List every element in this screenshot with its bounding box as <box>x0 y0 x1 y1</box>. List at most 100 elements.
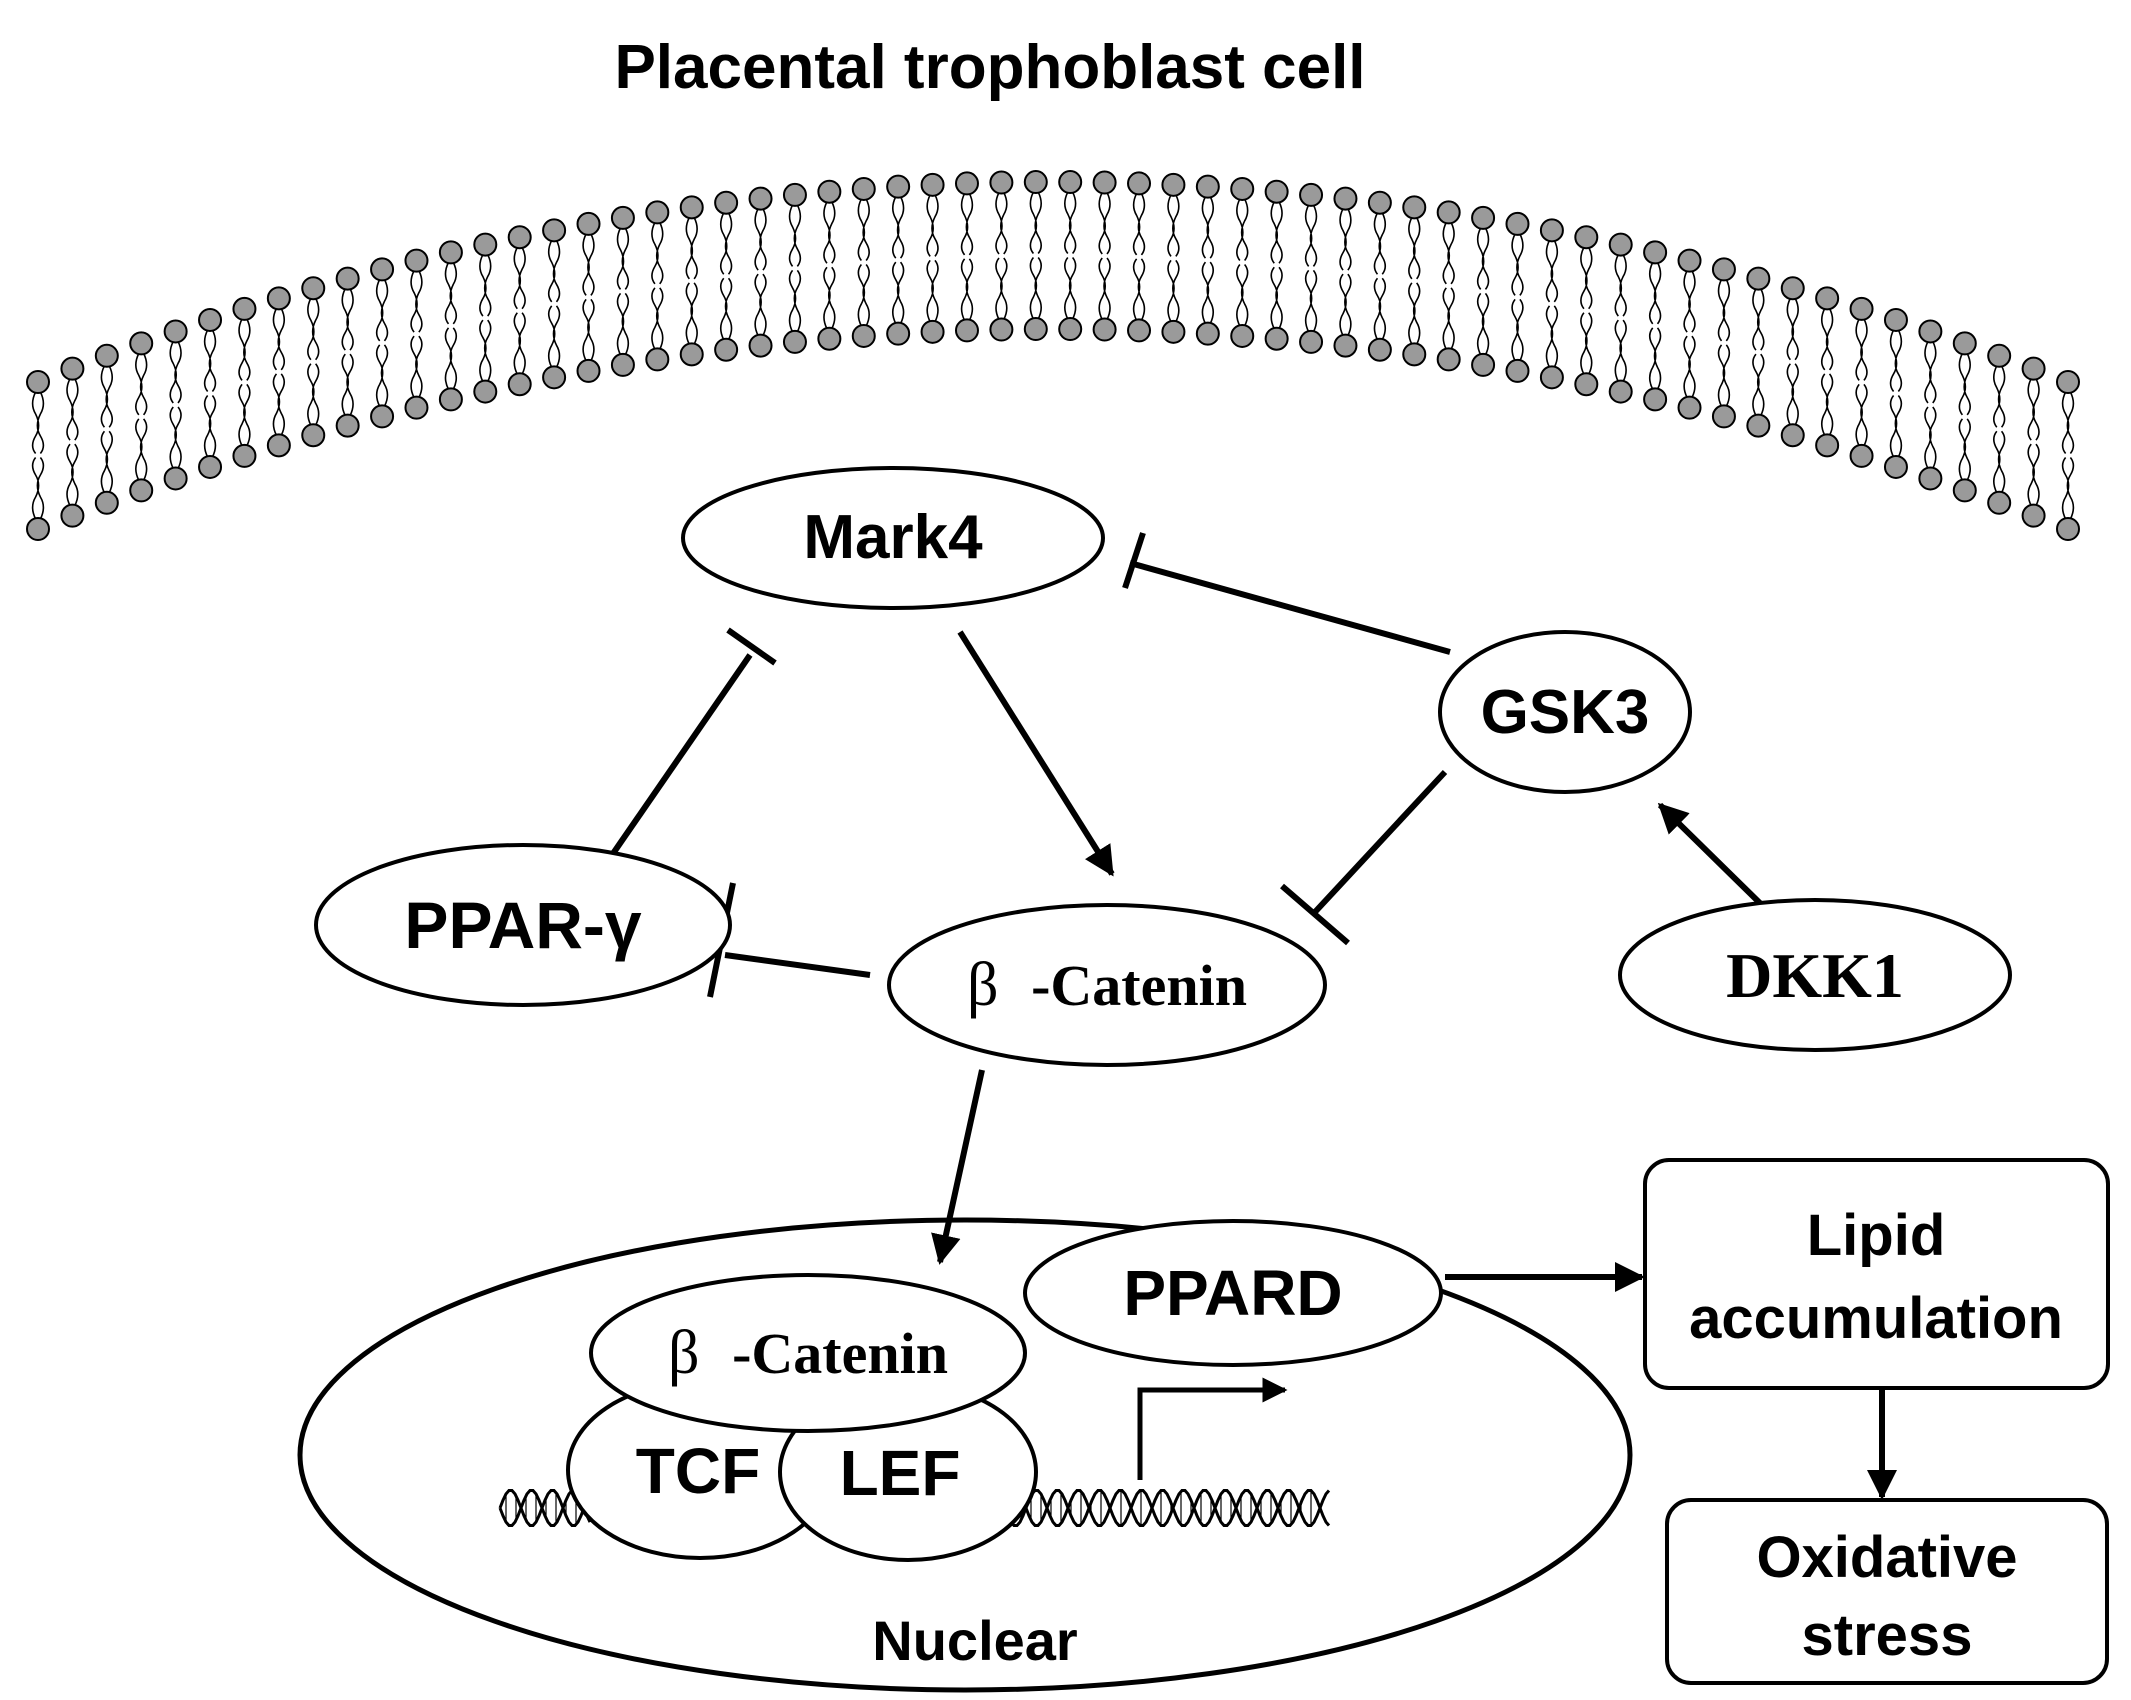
lipid-head <box>1849 443 1874 468</box>
dna-strand-line <box>1003 1489 1331 1527</box>
lipid-head <box>1195 321 1220 346</box>
inhibition-bar-beta-catenin-from-gsk3 <box>1280 883 1350 946</box>
beta-symbol: β <box>967 951 999 1019</box>
lipid-head <box>507 225 532 250</box>
lipid-head <box>60 503 85 528</box>
lipid-head <box>886 174 911 199</box>
lipid-head <box>370 404 395 429</box>
lipid-head <box>1299 182 1324 207</box>
lipid-head <box>1746 413 1771 438</box>
nucleus <box>297 1217 1633 1693</box>
lipid-head <box>266 286 291 311</box>
lipid-head <box>129 478 154 503</box>
lipid-head <box>1952 478 1977 503</box>
oxidative-line-1: Oxidative <box>1756 1525 2017 1590</box>
lipid-head <box>370 257 395 282</box>
lipid-head <box>1367 337 1392 362</box>
lipid-head <box>1677 395 1702 420</box>
outcome-lipid-accumulation: Lipid accumulation <box>1643 1158 2110 1390</box>
lipid-head <box>1711 404 1736 429</box>
lipid-head <box>1815 286 1840 311</box>
lipid-head <box>1471 205 1496 230</box>
lipid-tails <box>31 191 2075 520</box>
lipid-head <box>954 318 979 343</box>
node-gsk3: GSK3 <box>1438 630 1692 794</box>
lipid-head <box>610 352 635 377</box>
node-dkk1: DKK1 <box>1618 898 2012 1052</box>
lipid-head <box>26 517 50 541</box>
lipid-head <box>301 276 326 301</box>
lipid-head <box>2056 517 2080 541</box>
lipid-head <box>1643 387 1668 412</box>
lipid-head <box>129 331 154 356</box>
node-tcf-label: TCF <box>636 1435 760 1507</box>
beta-symbol: β <box>668 1319 700 1387</box>
lipid-head <box>1092 317 1117 342</box>
node-gsk3-label: GSK3 <box>1481 678 1650 747</box>
lipid-head <box>2021 356 2046 381</box>
interaction-edges <box>609 532 1897 1500</box>
lipid-head <box>232 443 257 468</box>
lipid-head <box>1952 331 1977 356</box>
lipid-head <box>1987 343 2012 368</box>
lipid-head <box>1333 186 1358 211</box>
lipid-head <box>335 266 360 291</box>
lipid-head <box>1574 225 1599 250</box>
lipid-head <box>1643 240 1668 265</box>
node-ppard: PPARD <box>1023 1219 1443 1367</box>
lipid-head <box>679 195 704 220</box>
lipid-head <box>1849 296 1874 321</box>
lipid-line-2: accumulation <box>1689 1286 2063 1351</box>
lipid-head <box>610 205 635 230</box>
lipid-head <box>473 379 498 404</box>
node-beta-catenin-cytoplasm: β -Catenin <box>887 903 1327 1067</box>
node-beta-catenin-nucleus: β -Catenin <box>589 1273 1027 1433</box>
lipid-head <box>473 232 498 257</box>
lipid-head <box>782 329 807 354</box>
lipid-head <box>1195 174 1220 199</box>
lipid-head <box>920 172 945 197</box>
lipid-head <box>26 370 50 394</box>
lipid-head <box>576 358 601 383</box>
cell-membrane <box>26 170 2080 541</box>
lipid-head <box>1161 319 1186 344</box>
lipid-head <box>1746 266 1771 291</box>
outcome-oxidative-stress: Oxidative stress <box>1665 1498 2109 1685</box>
lipid-head <box>851 323 876 348</box>
edge-ppar-inhibits-mark4 <box>609 653 753 857</box>
lipid-head <box>1711 257 1736 282</box>
edge-mark4-activates-beta-catenin <box>957 630 1115 877</box>
lipid-head <box>714 190 739 215</box>
lipid-head <box>1367 190 1392 215</box>
lipid-head <box>60 356 85 381</box>
lipid-head <box>94 490 119 515</box>
lipid-head <box>576 211 601 236</box>
lipid-head <box>1058 170 1083 195</box>
lipid-head <box>1677 248 1702 273</box>
lipid-head <box>1883 454 1908 479</box>
lipid-head <box>1299 329 1324 354</box>
lipid-head <box>335 413 360 438</box>
lipid-head <box>1815 433 1840 458</box>
oxidative-line-2: stress <box>1802 1603 1973 1668</box>
inhibition-bar-mark4-from-ppar <box>726 627 777 666</box>
lipid-head <box>714 337 739 362</box>
lipid-head <box>679 342 704 367</box>
lipid-head <box>2056 370 2080 394</box>
lipid-head <box>542 365 567 390</box>
transcription-start-arrow <box>1137 1377 1288 1480</box>
lipid-head <box>748 186 773 211</box>
lipid-head <box>1264 326 1289 351</box>
diagram-title: Placental trophoblast cell <box>614 33 1365 102</box>
node-ppar-gamma-label: PPAR-γ <box>404 888 641 962</box>
node-mark4: Mark4 <box>681 466 1105 610</box>
lipid-head <box>1780 276 1805 301</box>
lipid-head <box>94 343 119 368</box>
node-dkk1-label: DKK1 <box>1726 940 1904 1011</box>
lipid-head <box>1092 170 1117 195</box>
dna-base-pairs <box>1010 1490 1322 1526</box>
lipid-head <box>748 333 773 358</box>
node-beta-catenin-cytoplasm-label: β -Catenin <box>967 951 1247 1019</box>
lipid-head <box>1608 232 1633 257</box>
